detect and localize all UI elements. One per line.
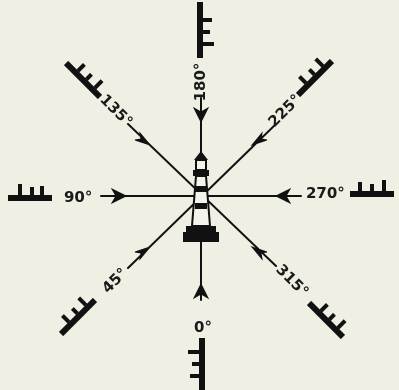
ship-silhouette-icon <box>350 180 394 197</box>
arrowhead-icon <box>135 133 150 145</box>
ship-silhouette-icon <box>197 2 214 58</box>
ship-silhouette-icon <box>52 291 97 336</box>
bearing-label-270: 270° <box>306 184 345 202</box>
bearing-label-0: 0° <box>194 318 212 336</box>
bearing-label-315: 315° <box>272 260 312 300</box>
bearing-label-45: 45° <box>98 264 131 297</box>
ship-silhouette-icon <box>8 184 52 201</box>
ship-silhouette-icon <box>307 294 352 339</box>
ship-silhouette-icon <box>289 52 334 97</box>
bearing-label-225: 225° <box>264 90 304 130</box>
bearing-label-135: 135° <box>96 90 136 130</box>
ship-silhouette-icon <box>64 54 109 99</box>
ship-silhouette-icon <box>188 338 205 390</box>
arrowhead-icon <box>135 247 150 259</box>
bearing-label-90: 90° <box>64 188 92 206</box>
bearing-label-180: 180° <box>191 63 209 102</box>
